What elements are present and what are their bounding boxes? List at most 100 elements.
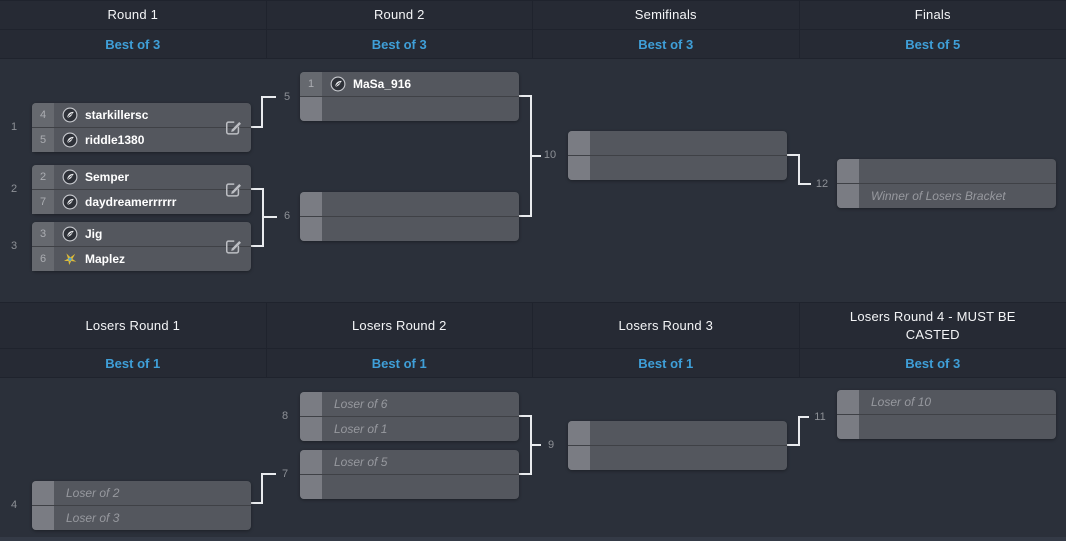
match-9[interactable]: [568, 421, 787, 470]
match-10-slot-1[interactable]: [568, 131, 787, 155]
match-3[interactable]: 3 Jig 6 Maplez: [32, 222, 251, 271]
player-name: riddle1380: [85, 133, 145, 147]
match-11-slot-1[interactable]: Loser of 10: [837, 390, 1056, 414]
connector-line: [519, 415, 532, 475]
slot-placeholder: Loser of 1: [334, 422, 388, 436]
match-12-slot-1[interactable]: [837, 159, 1056, 183]
edit-match-button[interactable]: [222, 179, 244, 201]
best-of-label: Best of 1: [533, 348, 799, 377]
match-number-label: 4: [10, 499, 18, 511]
match-11[interactable]: Loser of 10: [837, 390, 1056, 439]
match-5-slot-2[interactable]: [300, 96, 519, 121]
player-name: Semper: [85, 170, 130, 184]
seed-cell: [568, 446, 590, 470]
wings-avatar-icon: [62, 132, 78, 148]
match-number-label: 5: [283, 91, 291, 103]
round-title: Losers Round 3: [618, 317, 714, 333]
wings-avatar-icon: [62, 194, 78, 210]
match-6-slot-1[interactable]: [300, 192, 519, 216]
seed-cell: 6: [32, 247, 54, 271]
match-number-label: 11: [814, 411, 826, 423]
match-4-slot-2[interactable]: Loser of 3: [32, 505, 251, 530]
seed-cell: [837, 415, 859, 439]
match-12-slot-2[interactable]: Winner of Losers Bracket: [837, 183, 1056, 208]
seed-cell: 4: [32, 103, 54, 127]
connector-line: [787, 416, 809, 446]
connector-line: [519, 95, 532, 217]
slot-placeholder: Loser of 5: [334, 455, 388, 469]
slot-placeholder: Loser of 10: [871, 395, 932, 409]
match-7[interactable]: Loser of 5: [300, 450, 519, 499]
match-number-label: 2: [10, 183, 18, 195]
slot-placeholder: Winner of Losers Bracket: [871, 189, 1006, 203]
seed-cell: [300, 217, 322, 241]
round-header-losers-round3: Losers Round 3 Best of 1: [533, 303, 800, 377]
match-9-slot-2[interactable]: [568, 445, 787, 470]
seed-cell: [568, 131, 590, 155]
match-number-label: 12: [815, 178, 829, 190]
seed-cell: [32, 506, 54, 530]
round-title: Losers Round 1: [85, 317, 181, 333]
match-number-label: 3: [10, 240, 18, 252]
seed-cell: [300, 192, 322, 216]
best-of-label: Best of 3: [266, 29, 532, 58]
seed-cell: [300, 97, 322, 121]
seed-cell: 2: [32, 165, 54, 189]
bottom-scrollbar-track[interactable]: [0, 537, 1066, 541]
seed-cell: [32, 481, 54, 505]
player-name: Jig: [85, 227, 103, 241]
wings-avatar-icon: [330, 76, 346, 92]
connector-line: [787, 154, 811, 185]
best-of-label: Best of 3: [799, 348, 1066, 377]
match-7-slot-2[interactable]: [300, 474, 519, 499]
seed-cell: [837, 390, 859, 414]
match-6-slot-2[interactable]: [300, 216, 519, 241]
round-header-round1: Round 1 Best of 3: [0, 1, 267, 58]
match-1-slot-2[interactable]: 5 riddle1380: [32, 127, 251, 152]
match-2-slot-1[interactable]: 2 Semper: [32, 165, 251, 189]
match-4-slot-1[interactable]: Loser of 2: [32, 481, 251, 505]
edit-match-button[interactable]: [222, 236, 244, 258]
match-number-label: 6: [283, 210, 291, 222]
edit-match-button[interactable]: [222, 117, 244, 139]
maplez-bird-avatar-icon: [62, 251, 78, 267]
round-title: Finals: [914, 7, 951, 23]
seed-cell: 1: [300, 72, 322, 96]
seed-cell: 7: [32, 190, 54, 214]
match-9-slot-1[interactable]: [568, 421, 787, 445]
slot-placeholder: Loser of 2: [66, 486, 120, 500]
match-10[interactable]: [568, 131, 787, 180]
match-8[interactable]: Loser of 6 Loser of 1: [300, 392, 519, 441]
player-name: Maplez: [85, 252, 126, 266]
match-8-slot-2[interactable]: Loser of 1: [300, 416, 519, 441]
match-12[interactable]: Winner of Losers Bracket: [837, 159, 1056, 208]
match-8-slot-1[interactable]: Loser of 6: [300, 392, 519, 416]
match-11-slot-2[interactable]: [837, 414, 1056, 439]
best-of-label: Best of 1: [0, 348, 266, 377]
round-header-losers-round2: Losers Round 2 Best of 1: [266, 303, 533, 377]
match-3-slot-2[interactable]: 6 Maplez: [32, 246, 251, 271]
round-header-finals: Finals Best of 5: [799, 1, 1066, 58]
seed-cell: [300, 475, 322, 499]
best-of-label: Best of 1: [266, 348, 532, 377]
seed-cell: [300, 417, 322, 441]
seed-cell: 3: [32, 222, 54, 246]
wings-avatar-icon: [62, 169, 78, 185]
seed-cell: 5: [32, 128, 54, 152]
wings-avatar-icon: [62, 107, 78, 123]
match-4[interactable]: Loser of 2 Loser of 3: [32, 481, 251, 530]
match-number-label: 1: [10, 121, 18, 133]
slot-placeholder: Loser of 3: [66, 511, 120, 525]
seed-cell: [837, 184, 859, 208]
round-title: Round 2: [373, 7, 425, 23]
match-3-slot-1[interactable]: 3 Jig: [32, 222, 251, 246]
match-10-slot-2[interactable]: [568, 155, 787, 180]
match-6[interactable]: [300, 192, 519, 241]
match-7-slot-1[interactable]: Loser of 5: [300, 450, 519, 474]
